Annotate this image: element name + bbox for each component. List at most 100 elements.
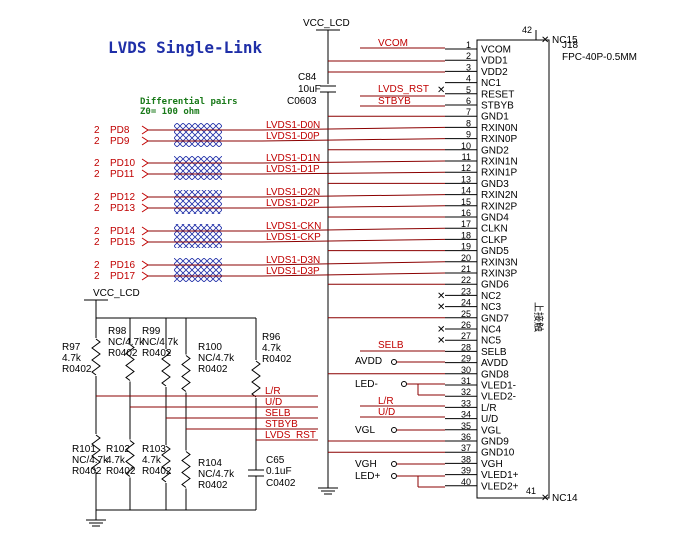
port-number: 2 bbox=[94, 271, 100, 282]
pin-number-37: 37 bbox=[461, 443, 471, 453]
pin-name-7: GND1 bbox=[481, 112, 509, 123]
port-name: PD14 bbox=[110, 226, 135, 237]
nc14-pin-number: 41 bbox=[526, 486, 536, 496]
port-arrow bbox=[141, 226, 149, 236]
c65-ref: C65 bbox=[266, 455, 285, 466]
pin-name-4: NC1 bbox=[481, 78, 501, 89]
port-name: PD10 bbox=[110, 158, 135, 169]
pin-number-35: 35 bbox=[461, 421, 471, 431]
r100-package: R0402 bbox=[198, 364, 228, 375]
pin-name-3: VDD2 bbox=[481, 67, 508, 78]
nc14-x-mark: ✕ bbox=[541, 493, 549, 504]
pin-number-9: 9 bbox=[466, 130, 471, 140]
port-name: PD16 bbox=[110, 260, 135, 271]
pin-number-11: 11 bbox=[462, 152, 471, 162]
pin-number-40: 40 bbox=[461, 477, 471, 487]
connector-orientation-label: 上接触 bbox=[532, 302, 545, 332]
r101-package: R0402 bbox=[72, 466, 102, 477]
r101-body bbox=[91, 434, 101, 472]
pin-name-39: VLED1+ bbox=[481, 470, 519, 481]
r103-body bbox=[161, 445, 171, 483]
diff-net-label: LVDS1-CKP bbox=[266, 232, 321, 243]
diff-pair-note: Differential pairs bbox=[140, 96, 238, 107]
connector-part: FPC-40P-0.5MM bbox=[562, 52, 637, 63]
r97-ref: R97 bbox=[62, 342, 81, 353]
r99-package: R0402 bbox=[142, 348, 172, 359]
pin-name-37: GND10 bbox=[481, 448, 515, 459]
nc-x-mark-23: ✕ bbox=[437, 291, 445, 302]
r100-body bbox=[181, 355, 191, 392]
pin-number-12: 12 bbox=[461, 163, 471, 173]
pin-name-27: NC5 bbox=[481, 336, 501, 347]
vgh-net-label: VGH bbox=[355, 459, 377, 470]
port-name: PD9 bbox=[110, 136, 130, 147]
connector-body bbox=[476, 39, 550, 499]
pin-name-6: STBYB bbox=[481, 101, 514, 112]
port-arrow bbox=[141, 169, 149, 179]
connector-ref: J18 bbox=[562, 40, 579, 51]
pin-name-16: GND4 bbox=[481, 213, 509, 224]
r97-value: 4.7k bbox=[62, 353, 82, 364]
pin-name-15: RXIN2P bbox=[481, 201, 517, 212]
r104-body bbox=[181, 451, 191, 488]
vgh-port bbox=[391, 461, 397, 467]
vcc-lcd-left-label: VCC_LCD bbox=[93, 288, 140, 299]
port-name: PD8 bbox=[110, 125, 130, 136]
port-number: 2 bbox=[94, 203, 100, 214]
pin-number-27: 27 bbox=[461, 331, 471, 341]
pin-name-33: L/R bbox=[481, 403, 497, 414]
r100-ref: R100 bbox=[198, 342, 222, 353]
port-arrow bbox=[141, 125, 149, 135]
pin-name-28: SELB bbox=[481, 347, 507, 358]
pin-number-24: 24 bbox=[461, 298, 471, 308]
selb-net-label: SELB bbox=[378, 340, 404, 351]
c64-ref: C84 bbox=[298, 72, 317, 83]
diff-wire-route bbox=[261, 205, 446, 209]
pin-name-10: GND2 bbox=[481, 145, 509, 156]
port-arrow bbox=[141, 158, 149, 168]
pin-number-8: 8 bbox=[466, 118, 471, 128]
pin-number-34: 34 bbox=[461, 410, 471, 420]
r97-package: R0402 bbox=[62, 364, 92, 375]
r104-ref: R104 bbox=[198, 458, 222, 469]
port-arrow bbox=[141, 260, 149, 270]
pin-name-36: GND9 bbox=[481, 437, 509, 448]
port-number: 2 bbox=[94, 226, 100, 237]
pin-name-30: GND8 bbox=[481, 369, 509, 380]
ud-net-label: U/D bbox=[378, 407, 395, 418]
pin-number-4: 4 bbox=[466, 74, 471, 84]
r98-value: NC/4.7k bbox=[108, 337, 145, 348]
pin-name-26: NC4 bbox=[481, 325, 501, 336]
pin-name-38: VGH bbox=[481, 459, 503, 470]
r101-value: NC/4.7k bbox=[72, 455, 109, 466]
pin-number-13: 13 bbox=[461, 174, 471, 184]
c64-value: 10uF bbox=[298, 84, 321, 95]
r101-ref: R101 bbox=[72, 444, 96, 455]
port-arrow bbox=[141, 203, 149, 213]
pin-name-21: RXIN3P bbox=[481, 269, 517, 280]
led-plus-net-label: LED+ bbox=[355, 471, 380, 482]
diff-pair-hatch-3 bbox=[174, 224, 222, 248]
pin-name-18: CLKP bbox=[481, 235, 507, 246]
nc15-label: NC15 bbox=[552, 35, 578, 46]
pin-number-33: 33 bbox=[461, 398, 471, 408]
diff-wire-route bbox=[261, 272, 446, 277]
avdd-port bbox=[391, 359, 397, 365]
pin-name-5: RESET bbox=[481, 89, 514, 100]
r102-package: R0402 bbox=[106, 466, 136, 477]
r104-package: R0402 bbox=[198, 480, 228, 491]
pin-name-25: GND7 bbox=[481, 313, 509, 324]
port-number: 2 bbox=[94, 158, 100, 169]
r96-package: R0402 bbox=[262, 354, 292, 365]
pin-number-23: 23 bbox=[461, 286, 471, 296]
diff-net-label: LVDS1-D2P bbox=[266, 198, 320, 209]
diff-net-label: LVDS1-D2N bbox=[266, 187, 320, 198]
diff-net-label: LVDS1-D3N bbox=[266, 255, 320, 266]
vcc-lcd-top-label: VCC_LCD bbox=[303, 18, 350, 29]
pin-number-17: 17 bbox=[461, 219, 471, 229]
diff-pair-hatch-4 bbox=[174, 258, 222, 282]
pin-number-31: 31 bbox=[461, 376, 471, 386]
pin-number-14: 14 bbox=[461, 186, 471, 196]
